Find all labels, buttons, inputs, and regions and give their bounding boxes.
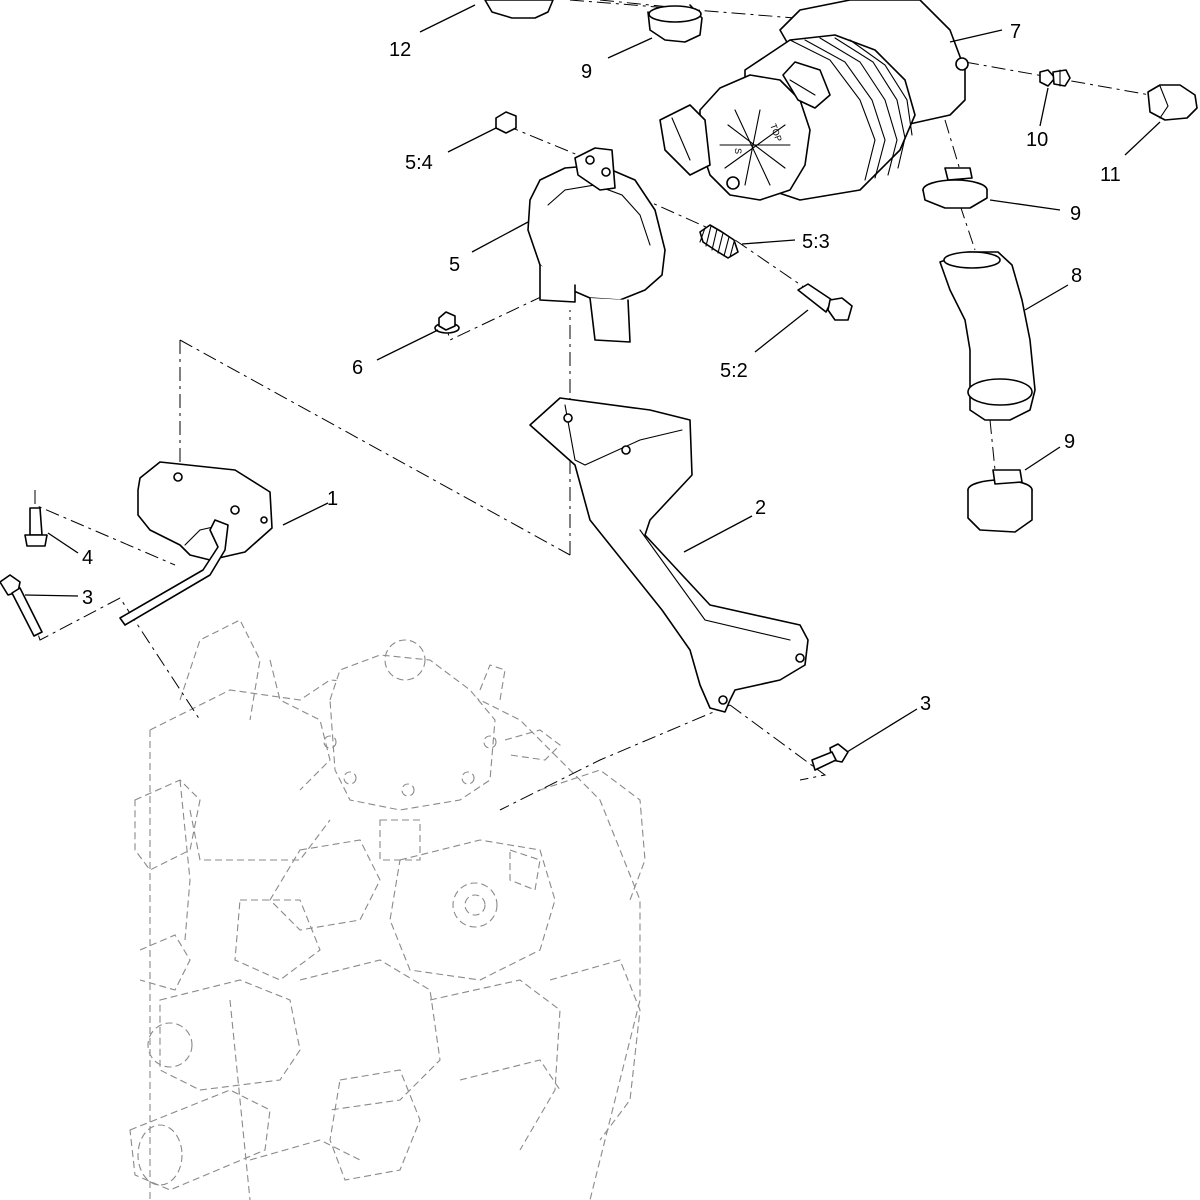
callout-3-left: 3 xyxy=(82,587,93,609)
part-5-3-spring xyxy=(699,224,739,259)
callout-labels: 12 9 7 10 11 5:4 9 5:3 5 8 5:2 6 9 1 2 4… xyxy=(82,21,1121,715)
callout-1: 1 xyxy=(327,488,338,510)
part-9-hose-clamp-middle xyxy=(922,167,988,209)
part-5-4-nut xyxy=(495,111,517,134)
callout-6: 6 xyxy=(352,357,363,379)
part-5-mounting-band xyxy=(527,147,666,343)
callout-8: 8 xyxy=(1071,265,1082,287)
callout-3-right: 3 xyxy=(920,693,931,715)
callout-4: 4 xyxy=(82,547,93,569)
part-4-bolt xyxy=(24,507,48,547)
callout-5: 5 xyxy=(449,254,460,276)
part-6-flange-nut xyxy=(434,311,460,334)
engine-ghost xyxy=(129,619,646,1200)
part-10-fitting xyxy=(1039,69,1071,87)
part-5-2-bolt xyxy=(797,283,853,321)
callout-9-bottom: 9 xyxy=(1064,431,1075,453)
callout-9-middle: 9 xyxy=(1070,203,1081,225)
part-7-air-cleaner-assembly: TOP S xyxy=(659,0,969,201)
part-8-hose xyxy=(939,251,1036,421)
callout-9-top: 9 xyxy=(581,61,592,83)
callout-11: 11 xyxy=(1100,164,1121,186)
callout-5-2: 5:2 xyxy=(720,360,748,382)
part-1-bracket xyxy=(119,461,273,626)
part-3-bolt-left xyxy=(0,574,43,637)
callout-7: 7 xyxy=(1010,21,1021,43)
callout-12: 12 xyxy=(389,39,411,61)
part-9-hose-clamp-top xyxy=(647,4,703,43)
part-9-hose-clamp-bottom xyxy=(967,469,1033,533)
callout-5-4: 5:4 xyxy=(405,152,433,174)
part-3-bolt-right xyxy=(811,743,849,771)
leader-lines xyxy=(24,4,1161,753)
part-12-hose-adapter xyxy=(484,0,554,19)
filter-arrow-letter: S xyxy=(733,148,743,154)
callout-5-3: 5:3 xyxy=(802,231,830,253)
callout-2: 2 xyxy=(755,497,766,519)
callout-10: 10 xyxy=(1026,129,1048,151)
part-11-cap xyxy=(1147,84,1198,121)
part-2-support-bracket xyxy=(529,397,809,713)
